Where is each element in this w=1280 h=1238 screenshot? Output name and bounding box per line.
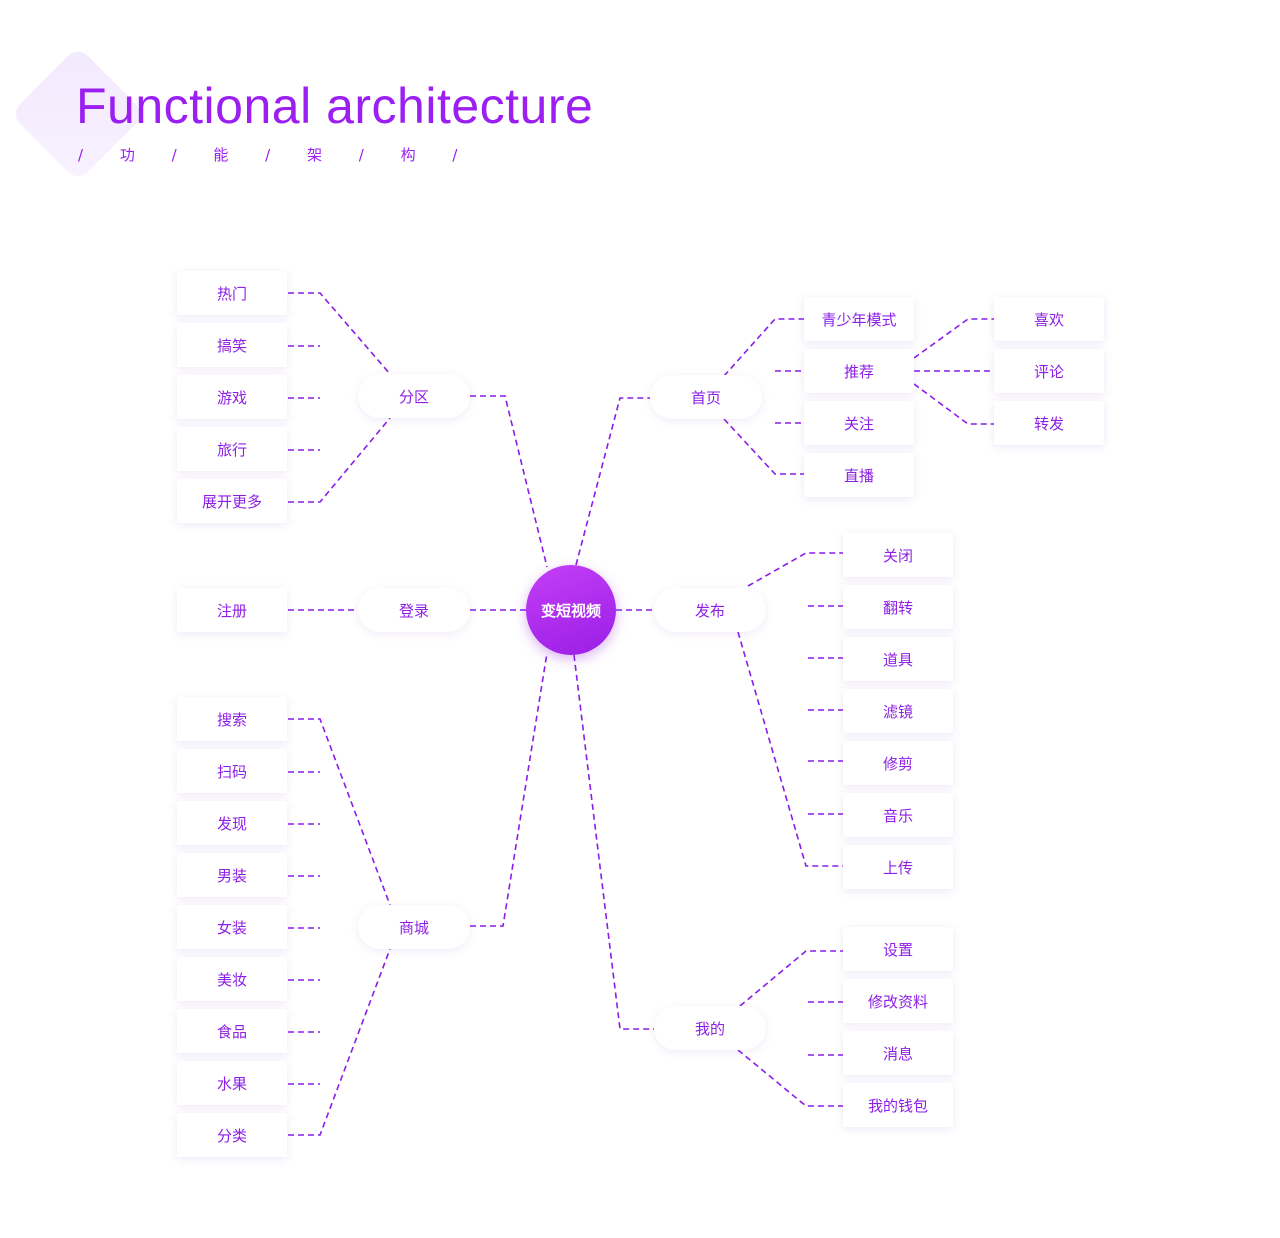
leaf-shangcheng-3: 发现 bbox=[177, 801, 287, 845]
leaf-fabu-5: 修剪 bbox=[843, 741, 953, 785]
leaf-tuijian-2: 评论 bbox=[994, 349, 1104, 393]
leaf-fabu-2: 翻转 bbox=[843, 585, 953, 629]
leaf-shangcheng-5: 女装 bbox=[177, 905, 287, 949]
page-title: Functional architecture bbox=[76, 78, 594, 134]
connector-line-28 bbox=[747, 552, 843, 587]
connector-line-6 bbox=[470, 395, 548, 568]
connector-line-19 bbox=[575, 397, 650, 566]
leaf-fabu-6: 音乐 bbox=[843, 793, 953, 837]
connector-line-20 bbox=[723, 318, 804, 377]
connector-line-23 bbox=[723, 418, 804, 475]
connector-line-39 bbox=[737, 1049, 843, 1107]
branch-fabu: 发布 bbox=[654, 588, 766, 632]
connector-line-36 bbox=[739, 950, 843, 1007]
leaf-shouye-3: 关注 bbox=[804, 401, 914, 445]
connector-line-34 bbox=[737, 631, 843, 867]
leaf-shouye-4: 直播 bbox=[804, 453, 914, 497]
leaf-shouye-2: 推荐 bbox=[804, 349, 914, 393]
leaf-shangcheng-8: 水果 bbox=[177, 1061, 287, 1105]
branch-shangcheng: 商城 bbox=[358, 905, 470, 949]
branch-wode: 我的 bbox=[654, 1006, 766, 1050]
leaf-tuijian-1: 喜欢 bbox=[994, 297, 1104, 341]
connector-line-1 bbox=[288, 292, 391, 375]
leaf-fenqu-4: 旅行 bbox=[177, 427, 287, 471]
leaf-shangcheng-6: 美妆 bbox=[177, 957, 287, 1001]
page-subtitle: / 功 / 能 / 架 / 构 / bbox=[78, 146, 474, 164]
leaf-fenqu-1: 热门 bbox=[177, 271, 287, 315]
connector-line-9 bbox=[288, 718, 391, 906]
leaf-denglu-1: 注册 bbox=[177, 588, 287, 632]
leaf-shangcheng-7: 食品 bbox=[177, 1009, 287, 1053]
branch-shouye: 首页 bbox=[650, 375, 762, 419]
connector-line-17 bbox=[288, 948, 391, 1136]
leaf-fabu-1: 关闭 bbox=[843, 533, 953, 577]
leaf-shangcheng-1: 搜索 bbox=[177, 697, 287, 741]
leaf-wode-3: 消息 bbox=[843, 1031, 953, 1075]
leaf-fenqu-2: 搞笑 bbox=[177, 323, 287, 367]
leaf-wode-4: 我的钱包 bbox=[843, 1083, 953, 1127]
leaf-wode-2: 修改资料 bbox=[843, 979, 953, 1023]
connector-line-18 bbox=[470, 652, 548, 927]
leaf-shangcheng-4: 男装 bbox=[177, 853, 287, 897]
leaf-shouye-1: 青少年模式 bbox=[804, 297, 914, 341]
branch-denglu: 登录 bbox=[358, 588, 470, 632]
leaf-fabu-3: 道具 bbox=[843, 637, 953, 681]
leaf-fabu-4: 滤镜 bbox=[843, 689, 953, 733]
connector-line-5 bbox=[288, 417, 391, 503]
connector-line-26 bbox=[913, 383, 994, 425]
leaf-fenqu-3: 游戏 bbox=[177, 375, 287, 419]
connector-line-35 bbox=[573, 654, 654, 1030]
leaf-shangcheng-9: 分类 bbox=[177, 1113, 287, 1157]
center-node: 变短视频 bbox=[526, 565, 616, 655]
leaf-fabu-7: 上传 bbox=[843, 845, 953, 889]
connector-line-24 bbox=[913, 318, 994, 359]
leaf-tuijian-3: 转发 bbox=[994, 401, 1104, 445]
branch-fenqu: 分区 bbox=[358, 374, 470, 418]
leaf-fenqu-5: 展开更多 bbox=[177, 479, 287, 523]
leaf-shangcheng-2: 扫码 bbox=[177, 749, 287, 793]
leaf-wode-1: 设置 bbox=[843, 927, 953, 971]
